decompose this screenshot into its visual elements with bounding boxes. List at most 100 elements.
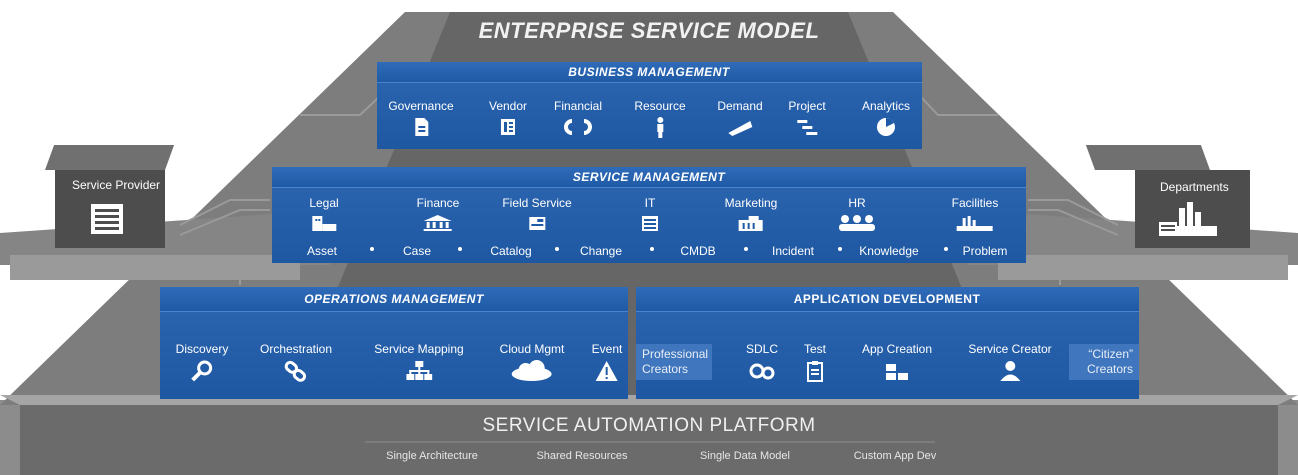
process-separator [555, 247, 559, 251]
process-separator [944, 247, 948, 251]
platform-title: SERVICE AUTOMATION PLATFORM [482, 415, 816, 436]
business-item-project[interactable]: Project [788, 99, 826, 137]
finance-label: Finance [416, 196, 460, 210]
app-blocks-icon [885, 364, 908, 380]
it-label: IT [644, 196, 656, 210]
sdlc-label: SDLC [745, 342, 779, 356]
app-creation-label: App Creation [861, 342, 933, 356]
business-item-governance[interactable]: Governance [388, 99, 454, 137]
business-item-resource[interactable]: Resource [634, 99, 686, 139]
process-cmdb[interactable]: CMDB [680, 244, 716, 258]
event-label: Event [591, 342, 623, 356]
gears-icon [749, 363, 775, 380]
people-icon [839, 215, 875, 231]
business-item-demand[interactable]: Demand [717, 99, 763, 137]
service-management-panel: SERVICE MANAGEMENT [272, 167, 1026, 187]
office-building-icon [91, 204, 123, 234]
appdev-item-app-creation[interactable]: App Creation [862, 342, 932, 382]
bank-icon [423, 215, 452, 231]
analytics-label: Analytics [861, 99, 911, 113]
person-icon [656, 117, 663, 138]
magnifier-icon [191, 360, 213, 382]
factory-icon [1159, 202, 1217, 236]
contract-icon [500, 119, 515, 135]
appdev-item-service-creator[interactable]: Service Creator [968, 342, 1052, 382]
service-provider-label: Service Provider [72, 178, 161, 192]
process-separator [744, 247, 748, 251]
process-separator [370, 247, 374, 251]
ops-item-orchestration[interactable]: Orchestration [260, 342, 332, 382]
business-item-analytics[interactable]: Analytics [862, 99, 910, 137]
demand-label: Demand [717, 99, 763, 113]
ops-item-event[interactable]: Event [591, 342, 623, 382]
business-management-panel: BUSINESS MANAGEMENT [377, 62, 922, 82]
cloud-mgmt-label: Cloud Mgmt [499, 342, 565, 356]
application-development-body: Professional Creators SDLC Test App Crea… [636, 311, 1139, 399]
money-cycle-icon [564, 119, 592, 135]
legal-building-icon [312, 216, 336, 231]
process-knowledge[interactable]: Knowledge [859, 244, 919, 258]
service-provider-box: Service Provider [45, 145, 175, 248]
cloud-icon [512, 360, 552, 381]
process-separator [650, 247, 654, 251]
process-catalog[interactable]: Catalog [490, 244, 532, 258]
governance-label: Governance [388, 99, 454, 113]
hr-label: HR [848, 196, 866, 210]
professional-line-2: Creators [642, 362, 689, 376]
ops-item-cloud-mgmt[interactable]: Cloud Mgmt [499, 342, 565, 382]
process-asset[interactable]: Asset [306, 244, 338, 258]
service-item-field-service[interactable]: Field Service [502, 196, 572, 232]
test-label: Test [803, 342, 827, 356]
field-service-icon [528, 217, 545, 230]
citizen-creators-badge: “Citizen” Creators [1069, 344, 1139, 380]
platform-feature-architecture: Single Architecture [386, 450, 478, 462]
chain-link-icon [284, 360, 307, 382]
service-item-marketing[interactable]: Marketing [725, 196, 777, 232]
process-problem[interactable]: Problem [962, 244, 1008, 258]
pie-chart-icon [877, 118, 895, 136]
service-mapping-label: Service Mapping [374, 342, 464, 356]
ops-item-service-mapping[interactable]: Service Mapping [374, 342, 464, 382]
professional-creators-badge: Professional Creators [636, 344, 712, 380]
field-service-label: Field Service [502, 196, 572, 210]
process-case[interactable]: Case [402, 244, 432, 258]
legal-label: Legal [309, 196, 339, 210]
professional-line-1: Professional [642, 347, 709, 361]
diagram-title: ENTERPRISE SERVICE MODEL [478, 18, 820, 43]
process-row: Asset Case Catalog Change CMDB Incident … [272, 240, 1026, 260]
departments-box: Departments [1085, 145, 1250, 248]
application-development-panel: APPLICATION DEVELOPMENT [636, 287, 1139, 311]
user-icon [1000, 361, 1020, 381]
ops-item-discovery[interactable]: Discovery [176, 342, 228, 382]
citizen-line-1: “Citizen” [1088, 347, 1133, 361]
operations-management-panel: OPERATIONS MANAGEMENT [160, 287, 628, 311]
application-development-title: APPLICATION DEVELOPMENT [793, 292, 981, 306]
hierarchy-icon [405, 361, 432, 380]
service-item-legal[interactable]: Legal [309, 196, 339, 232]
business-item-financial[interactable]: Financial [554, 99, 602, 137]
appdev-item-test[interactable]: Test [804, 342, 826, 382]
platform-feature-resources: Shared Resources [536, 450, 628, 462]
business-management-title: BUSINESS MANAGEMENT [568, 65, 730, 79]
warning-icon [596, 361, 618, 381]
factory-icon [957, 216, 993, 231]
service-item-it[interactable]: IT [641, 196, 659, 232]
document-icon [415, 118, 428, 136]
process-incident[interactable]: Incident [771, 244, 815, 258]
service-item-finance[interactable]: Finance [416, 196, 460, 232]
business-item-vendor[interactable]: Vendor [489, 99, 527, 137]
service-item-hr[interactable]: HR [837, 196, 877, 232]
process-separator [838, 247, 842, 251]
facilities-label: Facilities [951, 196, 999, 210]
appdev-item-sdlc[interactable]: SDLC [746, 342, 778, 382]
financial-label: Financial [553, 99, 603, 113]
vendor-label: Vendor [488, 99, 528, 113]
service-item-facilities[interactable]: Facilities [951, 196, 999, 232]
resource-label: Resource [634, 99, 686, 113]
process-separator [458, 247, 462, 251]
platform-feature-custom-app: Custom App Dev [853, 450, 937, 462]
service-management-title: SERVICE MANAGEMENT [572, 170, 726, 184]
project-label: Project [788, 99, 826, 113]
service-creator-label: Service Creator [968, 342, 1052, 356]
process-change[interactable]: Change [579, 244, 623, 258]
